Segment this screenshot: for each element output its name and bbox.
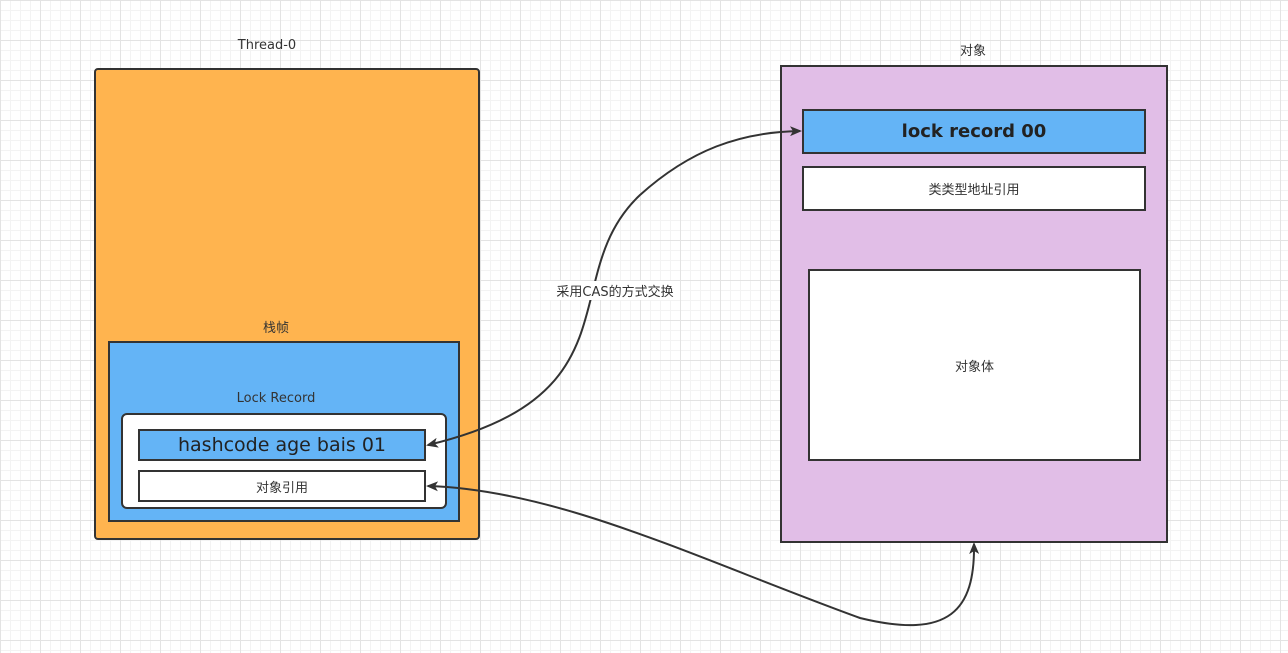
class-pointer-cell: 类类型地址引用: [802, 166, 1146, 211]
object-title: 对象: [959, 44, 986, 59]
object-reference-text: 对象引用: [255, 480, 308, 496]
object-mark-word-cell: lock record 00: [802, 109, 1146, 154]
stack-frame-title: 栈帧: [262, 321, 289, 336]
object-body-text: 对象体: [954, 359, 994, 375]
object-reference-cell: 对象引用: [138, 470, 426, 502]
class-pointer-text: 类类型地址引用: [928, 183, 1020, 198]
cas-swap-label: 采用CAS的方式交换: [550, 281, 680, 300]
object-mark-word-text: lock record 00: [901, 121, 1047, 142]
cas-swap-arrow: [426, 126, 802, 448]
thread-title: Thread-0: [237, 38, 297, 53]
object-body-cell: 对象体: [808, 269, 1141, 461]
lock-record-title: Lock Record: [236, 391, 316, 406]
displaced-mark-word-text: hashcode age bais 01: [177, 434, 387, 456]
displaced-mark-word-cell: hashcode age bais 01: [138, 429, 426, 461]
object-reference-arrow: [426, 481, 980, 627]
